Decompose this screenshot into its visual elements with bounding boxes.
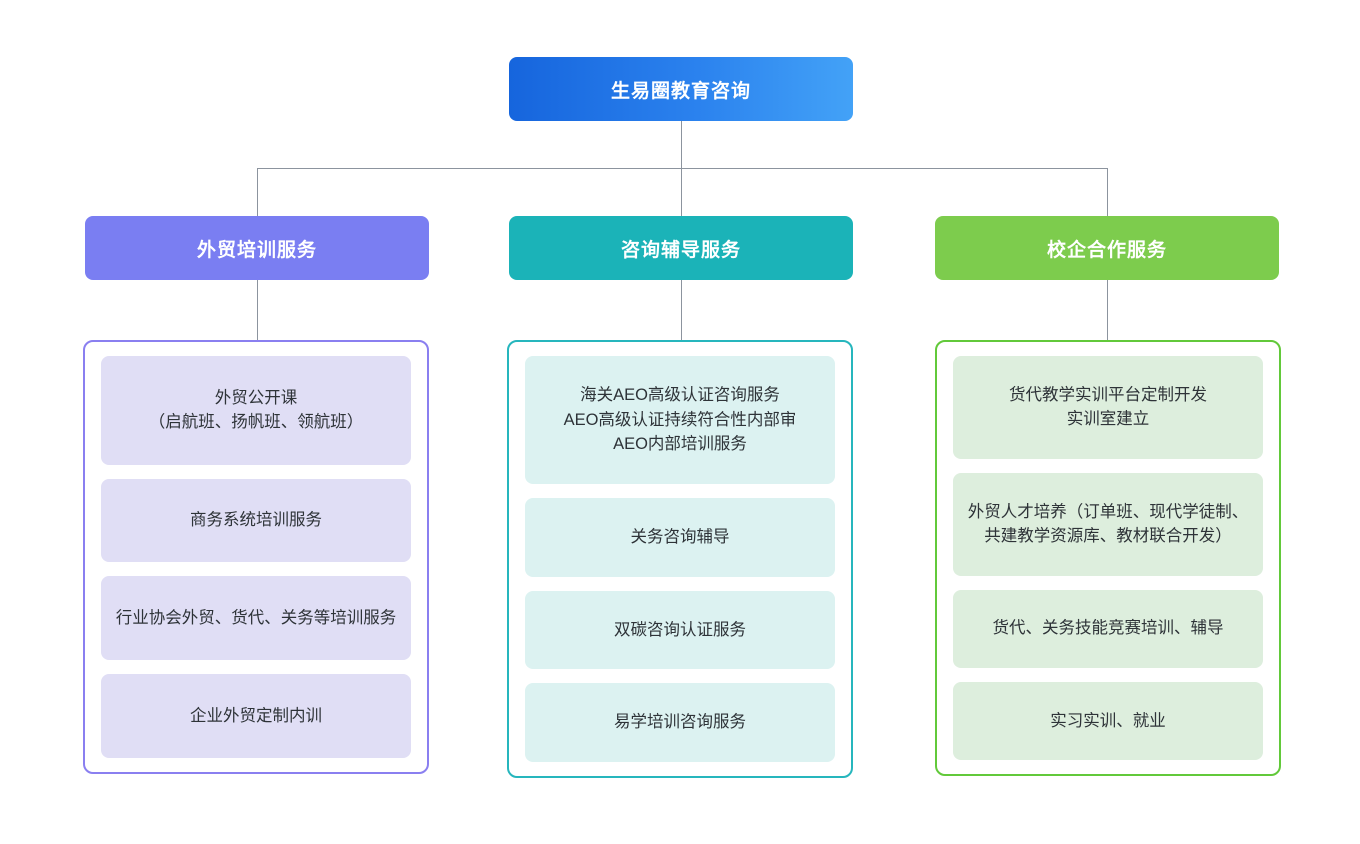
column-box-school-enterprise-cooperation: 货代教学实训平台定制开发 实训室建立 外贸人才培养（订单班、现代学徒制、共建教学… [935, 340, 1281, 776]
service-item[interactable]: 实习实训、就业 [953, 681, 1263, 760]
column-box-foreign-trade-training: 外贸公开课 （启航班、扬帆班、领航班） 商务系统培训服务 行业协会外贸、货代、关… [83, 340, 429, 774]
service-item[interactable]: 企业外贸定制内训 [101, 674, 411, 758]
connector-bus-to-column-0 [257, 168, 258, 216]
connector-header-0-to-box [257, 280, 258, 340]
column-box-consulting-tutoring: 海关AEO高级认证咨询服务 AEO高级认证持续符合性内部审 AEO内部培训服务 … [507, 340, 853, 778]
service-item[interactable]: 海关AEO高级认证咨询服务 AEO高级认证持续符合性内部审 AEO内部培训服务 [525, 356, 835, 485]
column-header-consulting-tutoring[interactable]: 咨询辅导服务 [509, 216, 853, 280]
root-node-label: 生易圈教育咨询 [610, 80, 751, 102]
connector-header-1-to-box [681, 280, 682, 340]
connector-root-down [681, 121, 682, 168]
column-header-school-enterprise-cooperation[interactable]: 校企合作服务 [935, 216, 1279, 280]
service-item[interactable]: 关务咨询辅导 [525, 498, 835, 577]
service-item[interactable]: 双碳咨询认证服务 [525, 590, 835, 670]
column-header-label: 咨询辅导服务 [620, 239, 741, 261]
connector-header-2-to-box [1107, 280, 1108, 340]
service-item[interactable]: 货代、关务技能竞赛培训、辅导 [953, 589, 1263, 668]
service-item[interactable]: 货代教学实训平台定制开发 实训室建立 [953, 356, 1263, 459]
service-item[interactable]: 商务系统培训服务 [101, 478, 411, 563]
service-item[interactable]: 行业协会外贸、货代、关务等培训服务 [101, 576, 411, 661]
root-node[interactable]: 生易圈教育咨询 [509, 57, 853, 121]
service-item[interactable]: 易学培训咨询服务 [525, 683, 835, 762]
service-item[interactable]: 外贸公开课 （启航班、扬帆班、领航班） [101, 356, 411, 465]
connector-bus-to-column-2 [1107, 168, 1108, 216]
column-header-foreign-trade-training[interactable]: 外贸培训服务 [85, 216, 429, 280]
column-header-label: 外贸培训服务 [196, 239, 317, 261]
service-item[interactable]: 外贸人才培养（订单班、现代学徒制、共建教学资源库、教材联合开发） [953, 472, 1263, 576]
column-header-label: 校企合作服务 [1046, 239, 1167, 261]
connector-horizontal-bus [257, 168, 1107, 169]
connector-bus-to-column-1 [681, 168, 682, 216]
